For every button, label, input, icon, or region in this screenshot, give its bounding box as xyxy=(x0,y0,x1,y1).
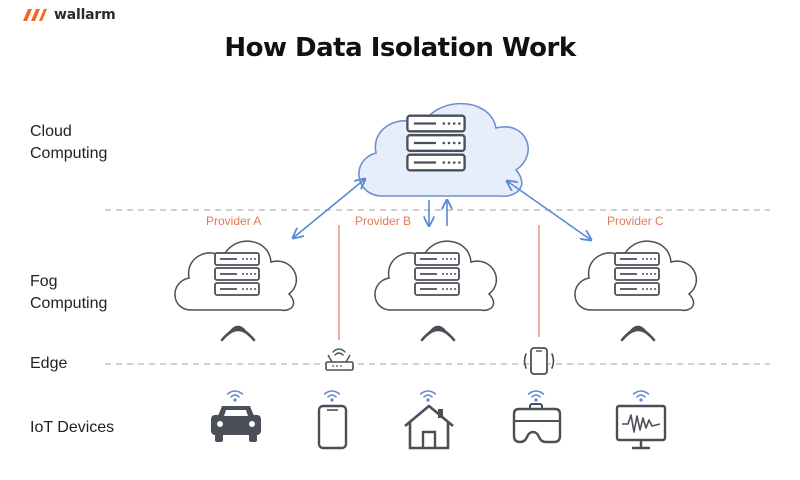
iot-vr-headset-icon xyxy=(512,403,562,444)
iot-phone-wifi-icon xyxy=(323,390,341,403)
iot-monitor-wifi-icon xyxy=(632,390,650,403)
provider-a-label: Provider A xyxy=(206,214,262,228)
brand-logo: wallarm xyxy=(22,7,116,23)
layer-label-fog-line2: Computing xyxy=(30,295,108,312)
layer-label-cloud-line2: Computing xyxy=(30,145,108,162)
layer-label-fog-line1: Fog xyxy=(30,273,58,290)
wallarm-logo-icon xyxy=(23,9,47,21)
fog-server-a-icon xyxy=(174,240,298,312)
cloud-server-icon xyxy=(358,102,529,197)
provider-c-label: Provider C xyxy=(607,214,664,228)
iot-house-icon xyxy=(404,404,454,450)
fog-a-signal-icon xyxy=(220,325,256,342)
iot-car-icon xyxy=(211,406,261,442)
brand-name: wallarm xyxy=(54,7,116,23)
fog-server-b-icon xyxy=(374,240,498,312)
fog-server-c-icon xyxy=(574,240,698,312)
iot-monitor-icon xyxy=(615,404,667,450)
layer-label-fog: Fog Computing xyxy=(30,271,107,315)
edge-router-icon xyxy=(325,348,354,371)
provider-b-label: Provider B xyxy=(355,214,412,228)
arrow-cloud-provider-a xyxy=(293,179,365,238)
iot-vr-wifi-icon xyxy=(527,390,545,403)
iot-smartphone-icon xyxy=(317,404,348,450)
arrow-cloud-provider-c xyxy=(507,181,591,240)
layer-label-cloud: Cloud Computing xyxy=(30,121,107,165)
layer-label-iot: IoT Devices xyxy=(30,419,115,436)
fog-c-signal-icon xyxy=(620,325,656,342)
iot-car-wifi-icon xyxy=(226,390,244,403)
fog-b-signal-icon xyxy=(420,325,456,342)
page-title: How Data Isolation Work xyxy=(224,33,576,63)
edge-smartphone-icon xyxy=(523,347,555,375)
layer-label-cloud-line1: Cloud xyxy=(30,123,72,140)
layer-label-edge: Edge xyxy=(30,355,68,372)
iot-house-wifi-icon xyxy=(419,390,437,403)
